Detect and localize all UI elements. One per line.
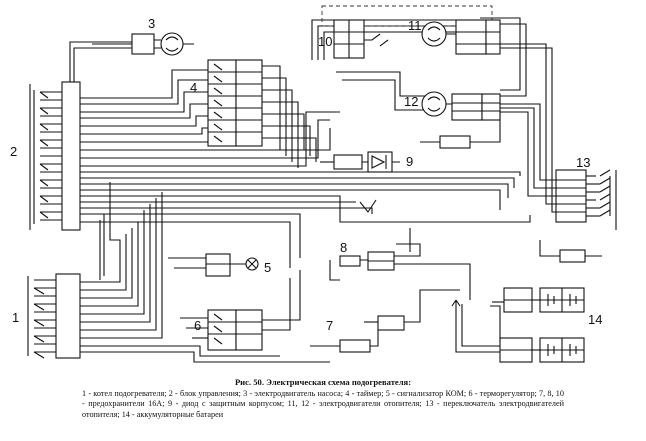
heater-boiler-1: [27, 273, 81, 359]
label-4: 4: [190, 80, 197, 95]
figure-caption: Рис. 50. Электрическая схема подогревате…: [82, 377, 564, 420]
label-2: 2: [10, 144, 17, 159]
label-3: 3: [148, 16, 155, 31]
com-indicator-5: [205, 253, 259, 277]
label-8: 8: [340, 240, 347, 255]
motor-switch-13: [555, 169, 617, 263]
caption-title: Рис. 50. Электрическая схема подогревате…: [234, 377, 412, 387]
label-9: 9: [406, 154, 413, 169]
pump-motor-3: [131, 32, 194, 56]
fuse-10: [321, 5, 493, 59]
label-13: 13: [576, 155, 590, 170]
control-unit-2: [29, 81, 81, 231]
timer-4: [207, 59, 263, 147]
diode-9: [333, 151, 393, 173]
wiring-schematic: 3 4 2 1 10 11 12 9 13 5 6 7 8 14: [10, 5, 617, 363]
label-12: 12: [404, 94, 418, 109]
heater-motor-11: [421, 19, 501, 55]
label-1: 1: [12, 310, 19, 325]
label-14: 14: [588, 312, 602, 327]
caption-text: 1 - котел подогревателя; 2 - блок управл…: [82, 388, 564, 419]
label-7: 7: [326, 318, 333, 333]
label-6: 6: [194, 318, 201, 333]
heater-motor-12: [421, 91, 501, 149]
batteries-14: [499, 287, 585, 363]
fuse-8: [339, 251, 395, 271]
thermostat-6: [207, 309, 263, 351]
label-5: 5: [264, 260, 271, 275]
fuse-7: [339, 315, 405, 353]
label-10: 10: [318, 34, 332, 49]
label-11: 11: [408, 18, 422, 33]
